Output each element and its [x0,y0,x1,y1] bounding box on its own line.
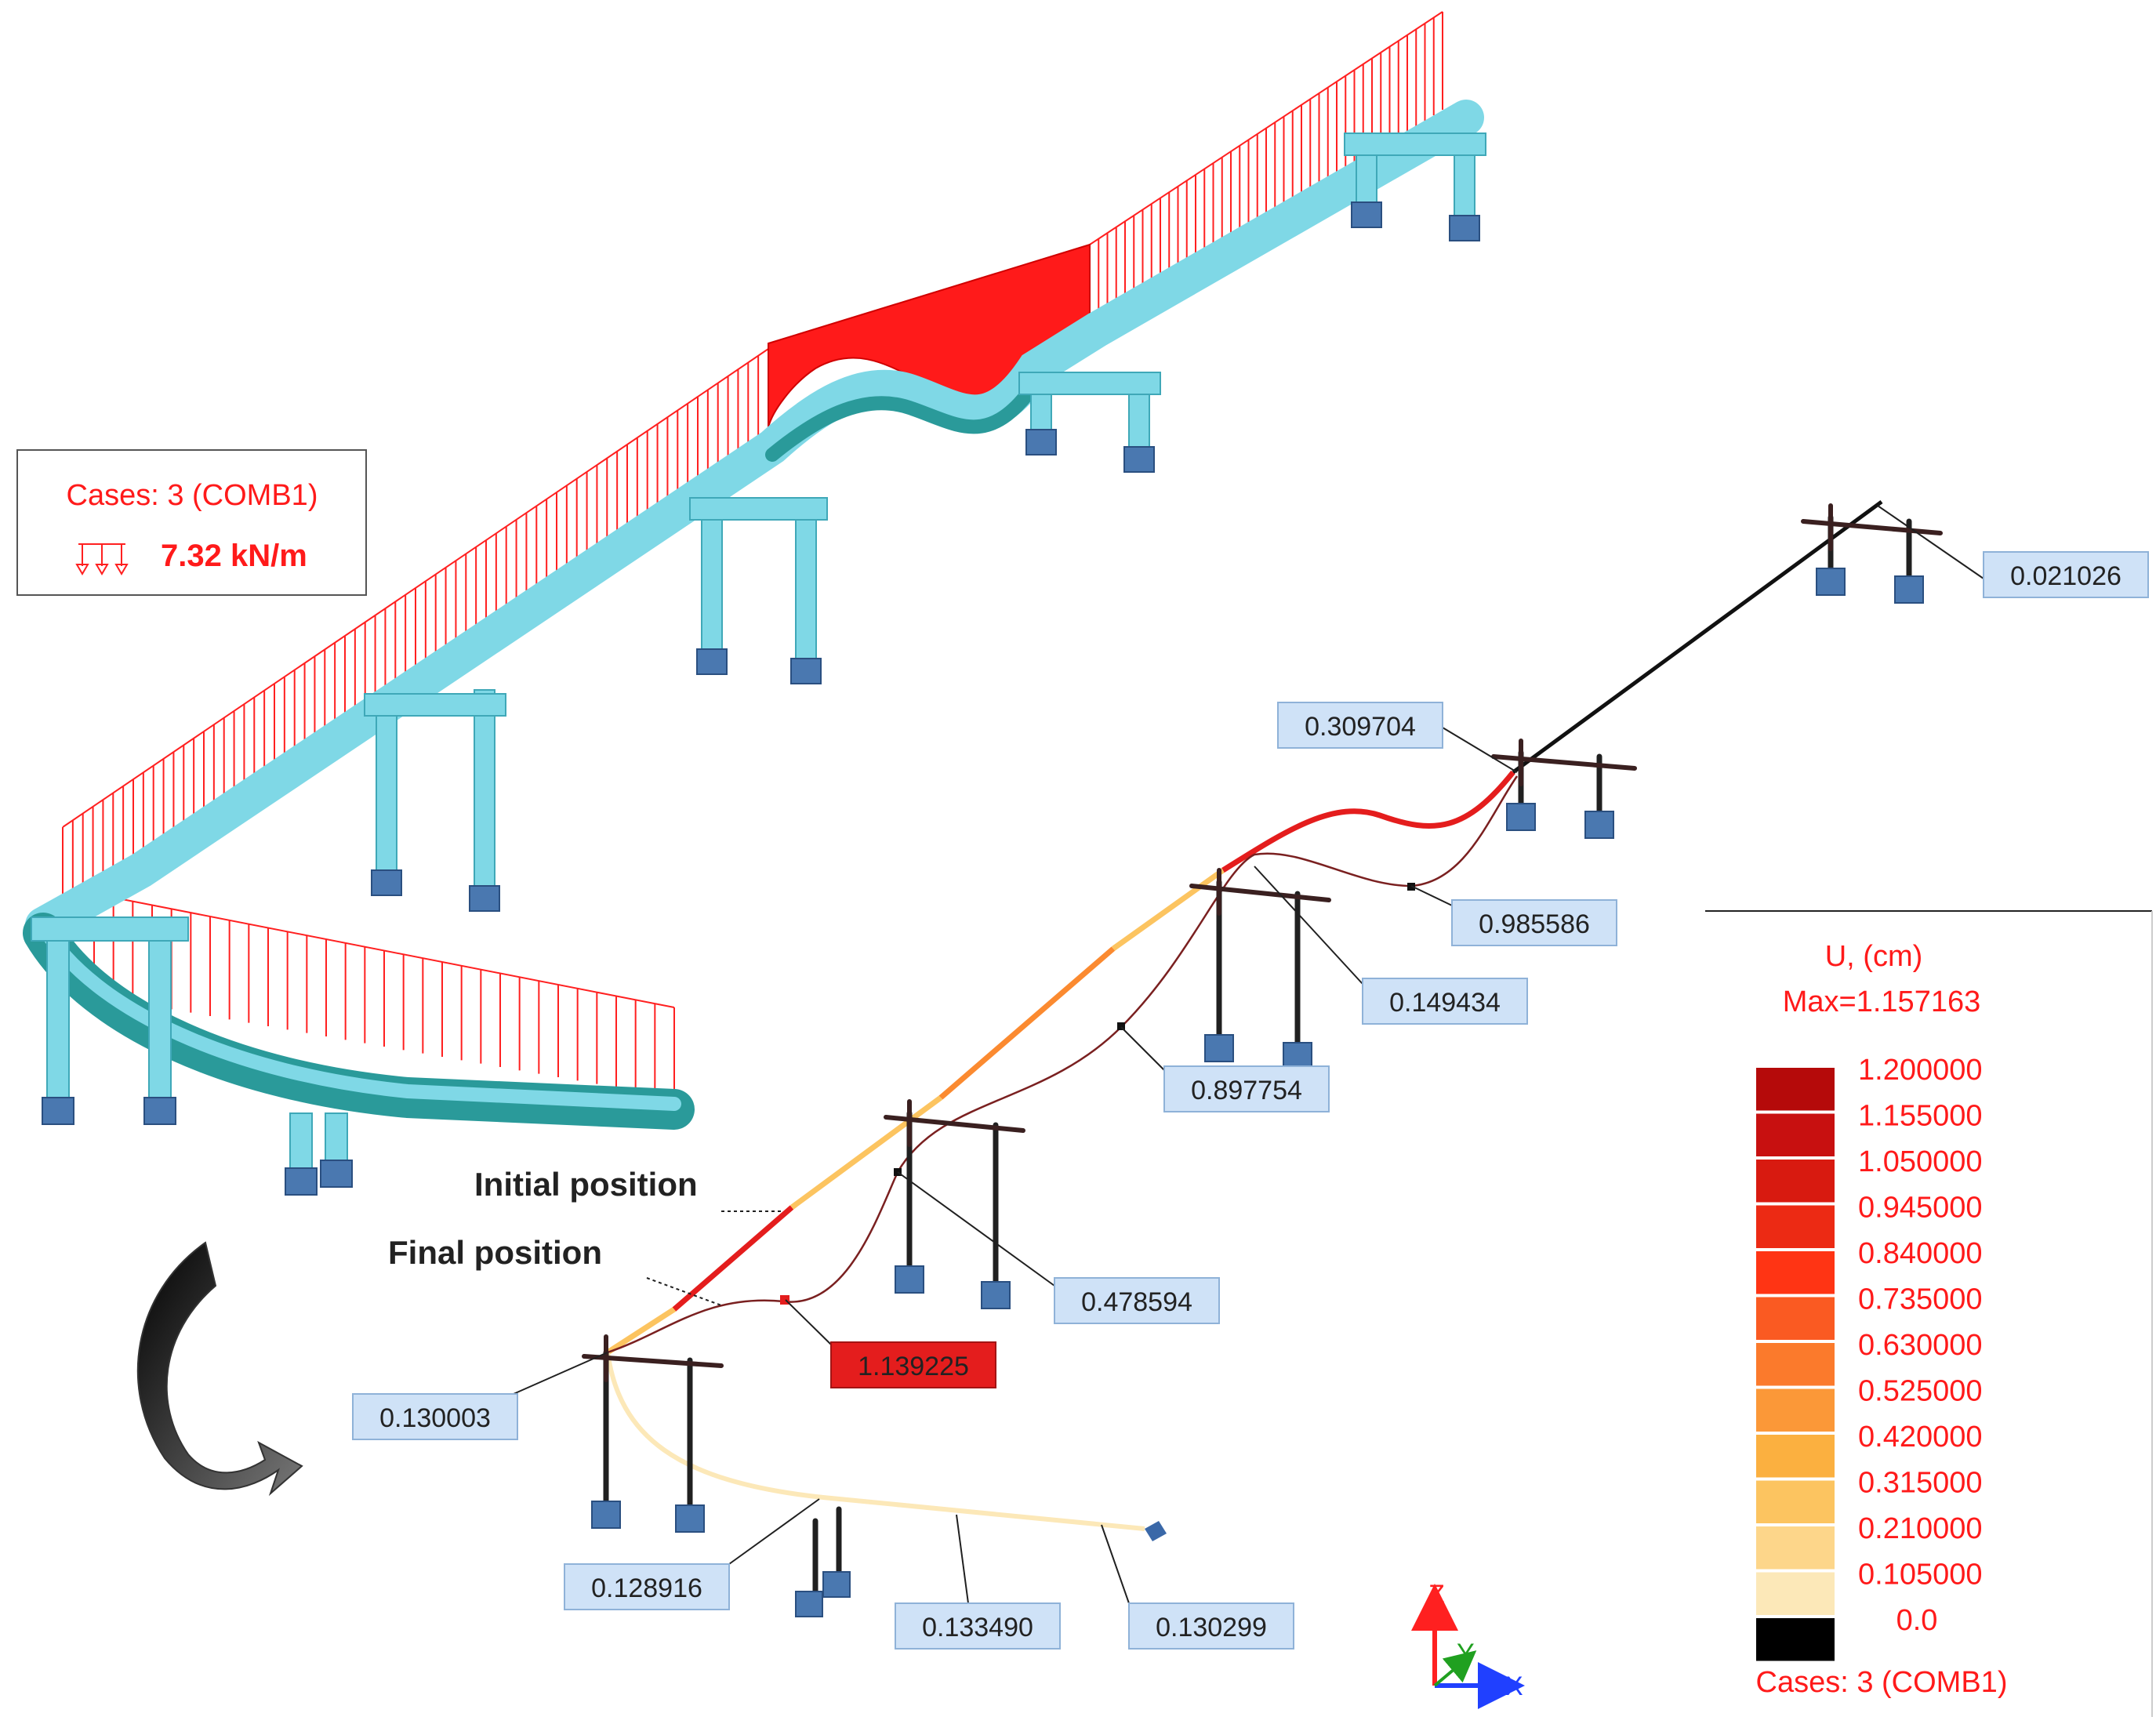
legend-swatch-1 [1756,1113,1835,1156]
displacement-line-model: Initial position Final position 0.021026… [352,499,2149,1650]
axis-z-label: Z [1428,1580,1445,1610]
legend-scale: 1.200000 1.155000 1.050000 0.945000 0.840000… [1756,1054,1983,1661]
initial-position-label: Initial position [474,1166,698,1203]
final-position-line [607,775,1519,1354]
axis-y-label: Y [1457,1639,1475,1668]
segment-black [1512,499,1883,775]
legend-level-9: 0.315000 [1858,1467,1983,1500]
legend-level-10: 0.210000 [1858,1512,1983,1545]
legend-level-7: 0.525000 [1858,1375,1983,1408]
legend-swatch-0 [1756,1068,1835,1111]
legend-level-6: 0.630000 [1858,1329,1983,1362]
load-value: 7.32 kN/m [161,539,307,573]
legend-swatch-5 [1756,1297,1835,1340]
load-case-box: Cases: 3 (COMB1) 7.32 kN/m [16,449,367,596]
legend-footer: Cases: 3 (COMB1) [1756,1666,2008,1699]
value-label-3: 0.149434 [1389,988,1501,1018]
legend-level-8: 0.420000 [1858,1421,1983,1454]
pipe-supports [31,132,1486,1196]
value-label-5: 0.478594 [1081,1287,1192,1317]
final-position-label: Final position [388,1234,602,1271]
load-case-title: Cases: 3 (COMB1) [67,479,318,512]
legend-level-12: 0.0 [1896,1604,1938,1637]
displacement-legend: U, (cm) Max=1.157163 1.200000 1.155000 1.0… [1705,910,2153,1717]
legend-level-3: 0.945000 [1858,1192,1983,1225]
transmission-towers [582,503,1943,1617]
legend-quantity: U, (cm) [1825,940,1923,973]
initial-position-line [604,1306,677,1356]
value-label-10: 0.130299 [1156,1613,1267,1642]
legend-level-5: 0.735000 [1858,1283,1983,1316]
legend-max: Max=1.157163 [1783,985,1980,1018]
legend-swatch-4 [1756,1251,1835,1294]
main-pipe [25,100,1484,943]
segment-red [672,1205,794,1312]
legend-swatch-12 [1756,1618,1835,1661]
value-label-8: 0.128916 [591,1573,702,1603]
value-label-1: 0.309704 [1305,712,1416,742]
distributed-load-lines [62,11,1443,1098]
segment-s-bend [1221,770,1515,873]
legend-level-1: 1.155000 [1858,1100,1983,1133]
legend-swatch-6 [1756,1343,1835,1386]
transition-arrow [136,1241,303,1497]
segment-pale [605,1352,1145,1531]
value-label-6: 1.139225 [858,1352,969,1381]
legend-swatch-2 [1756,1160,1835,1203]
value-label-7: 0.130003 [379,1403,491,1433]
legend-swatch-9 [1756,1480,1835,1523]
legend-swatch-8 [1756,1435,1835,1478]
legend-level-0: 1.200000 [1858,1054,1983,1087]
value-label-4: 0.897754 [1191,1076,1302,1105]
segment-orange [938,946,1116,1100]
legend-swatch-3 [1756,1205,1835,1248]
value-label-2: 0.985586 [1479,909,1590,939]
legend-level-2: 1.050000 [1858,1145,1983,1178]
value-label-0: 0.021026 [2010,561,2122,591]
bend-pipe-shadow [765,377,1042,462]
value-label-9: 0.133490 [922,1613,1033,1642]
node-marker [1117,1022,1125,1030]
legend-level-4: 0.840000 [1858,1237,1983,1270]
segment-yellow-2 [1111,868,1225,951]
axis-triad: Z Y X [1411,1580,1525,1709]
legend-swatch-11 [1756,1572,1835,1615]
distributed-load-icon [75,543,129,575]
legend-swatch-7 [1756,1388,1835,1432]
legend-level-11: 0.105000 [1858,1559,1983,1592]
value-labels: 0.021026 0.309704 0.985586 0.149434 0.89… [352,551,2149,1650]
leader-lines [513,505,1984,1604]
segment-yellow-1 [789,1095,943,1210]
legend-swatch-10 [1756,1526,1835,1570]
pipeline-3d-model [23,11,1486,1196]
axis-x-label: X [1505,1671,1523,1701]
lower-curved-pipe-top [36,920,681,1111]
